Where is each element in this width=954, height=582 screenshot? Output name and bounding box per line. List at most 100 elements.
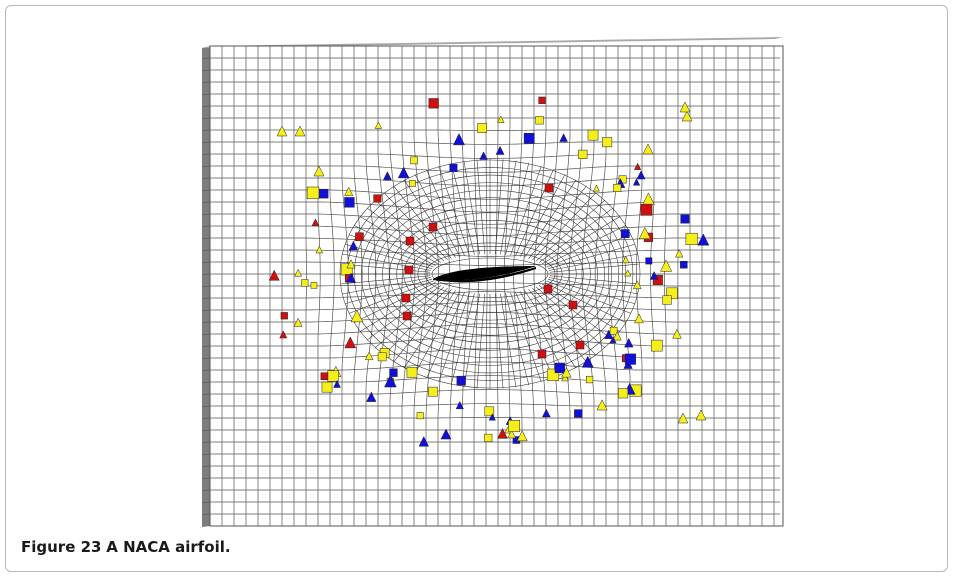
mesh-colored-element — [496, 115, 505, 124]
mesh-colored-element — [401, 293, 411, 303]
mesh-colored-element — [313, 165, 325, 177]
mesh-colored-element — [638, 226, 651, 240]
mesh-colored-element — [409, 180, 416, 187]
mesh-colored-element — [622, 255, 630, 264]
mesh-colored-element — [276, 125, 288, 137]
mesh-colored-element — [350, 309, 364, 323]
mesh-colored-element — [624, 353, 636, 365]
mesh-colored-element — [389, 368, 398, 377]
mesh-colored-element — [377, 352, 387, 362]
mesh-colored-element — [374, 121, 383, 129]
mesh-colored-element — [650, 339, 663, 352]
mesh-colored-element — [355, 232, 364, 241]
mesh-colored-element — [405, 236, 415, 246]
mesh-colored-element — [294, 125, 306, 137]
figure-caption-text: A NACA airfoil. — [106, 538, 231, 556]
mesh-colored-element — [497, 427, 508, 439]
mesh-colored-element — [581, 355, 594, 368]
mesh-colored-element — [345, 272, 357, 283]
mesh-colored-element — [681, 110, 693, 122]
mesh-colored-element — [613, 183, 622, 192]
mesh-colored-element — [649, 271, 659, 280]
mesh-colored-element — [364, 351, 374, 361]
mesh-colored-element — [268, 269, 280, 281]
mesh-colored-element — [440, 428, 452, 440]
mesh-colored-element — [318, 188, 329, 199]
mesh-colored-element — [587, 129, 599, 141]
mesh-colored-element — [685, 232, 698, 246]
mesh-colored-element — [632, 178, 641, 186]
mesh-colored-element — [477, 123, 488, 133]
mesh-colored-element — [507, 429, 516, 439]
figure-caption-label: Figure 23 — [21, 538, 102, 556]
airfoil-shape — [433, 266, 536, 283]
mesh-colored-element — [346, 259, 356, 269]
mesh-colored-element — [315, 245, 324, 254]
mesh-colored-element — [537, 349, 547, 359]
mesh-colored-element — [301, 279, 309, 287]
mesh-colored-element — [666, 287, 678, 300]
mesh-colored-element — [484, 433, 493, 442]
mesh-colored-element — [344, 197, 355, 208]
mesh-colored-element — [640, 203, 653, 216]
mesh-slab-side-gridlines — [201, 57, 211, 516]
mesh-colored-element — [568, 300, 578, 310]
mesh-colored-element — [321, 381, 333, 393]
mesh-colored-element — [602, 137, 613, 148]
mesh-colored-element — [636, 170, 646, 180]
mesh-colored-element — [279, 330, 288, 339]
mesh-colored-element — [455, 400, 464, 410]
mesh-colored-element — [327, 370, 339, 382]
airfoil-outline — [433, 266, 536, 281]
mesh-colored-element — [559, 133, 568, 142]
mesh-colored-element — [574, 409, 583, 418]
mesh-colored-element — [344, 336, 357, 349]
mesh-colored-element — [624, 337, 634, 348]
figure-caption: Figure 23 A NACA airfoil. — [21, 538, 231, 556]
mesh-colored-element — [294, 268, 302, 277]
mesh-colored-element — [452, 133, 466, 146]
mesh-colored-element — [697, 233, 710, 246]
mesh-colored-element — [508, 420, 521, 432]
mesh-colored-element — [592, 184, 600, 192]
mesh-colored-element — [596, 399, 608, 411]
mesh-colored-element — [538, 96, 546, 104]
mesh-colored-element — [561, 367, 572, 378]
mesh-colored-element — [680, 261, 688, 269]
mesh-colored-element — [660, 259, 673, 272]
mesh-colored-element — [612, 331, 622, 341]
mesh-colored-element — [634, 313, 644, 324]
mesh-colored-element — [406, 367, 418, 378]
mesh-colored-element — [523, 133, 535, 144]
mesh-colored-element — [546, 368, 560, 381]
mesh-colored-element — [645, 257, 653, 265]
mesh-colored-element — [662, 295, 672, 305]
mesh-colored-element — [495, 145, 505, 155]
mesh-colored-element — [280, 312, 288, 320]
mesh-colored-element — [333, 379, 341, 388]
mesh-colored-element — [672, 328, 682, 339]
mesh-colored-element — [578, 149, 588, 159]
mesh-colored-element — [624, 269, 632, 277]
mesh-colored-element — [618, 388, 629, 399]
mesh-colored-element — [428, 222, 438, 232]
mesh-colored-element — [428, 98, 439, 109]
mesh-colored-element — [609, 336, 617, 344]
mesh-colored-element — [642, 143, 654, 155]
mesh-colored-element — [366, 391, 377, 402]
mesh-colored-element — [344, 186, 354, 196]
mesh-colored-elements — [268, 96, 710, 447]
mesh-colored-element — [675, 249, 684, 258]
mesh-colored-element — [384, 374, 397, 388]
mesh-colored-element — [310, 282, 318, 289]
mesh-colored-element — [561, 373, 569, 382]
mesh-colored-element — [544, 183, 554, 193]
mesh-colored-element — [634, 162, 642, 170]
mesh-colored-element — [679, 101, 691, 113]
mesh-colored-element — [620, 229, 630, 238]
mesh-colored-element — [311, 218, 320, 226]
mesh-colored-element — [373, 194, 382, 203]
mesh-colored-element — [382, 171, 392, 181]
